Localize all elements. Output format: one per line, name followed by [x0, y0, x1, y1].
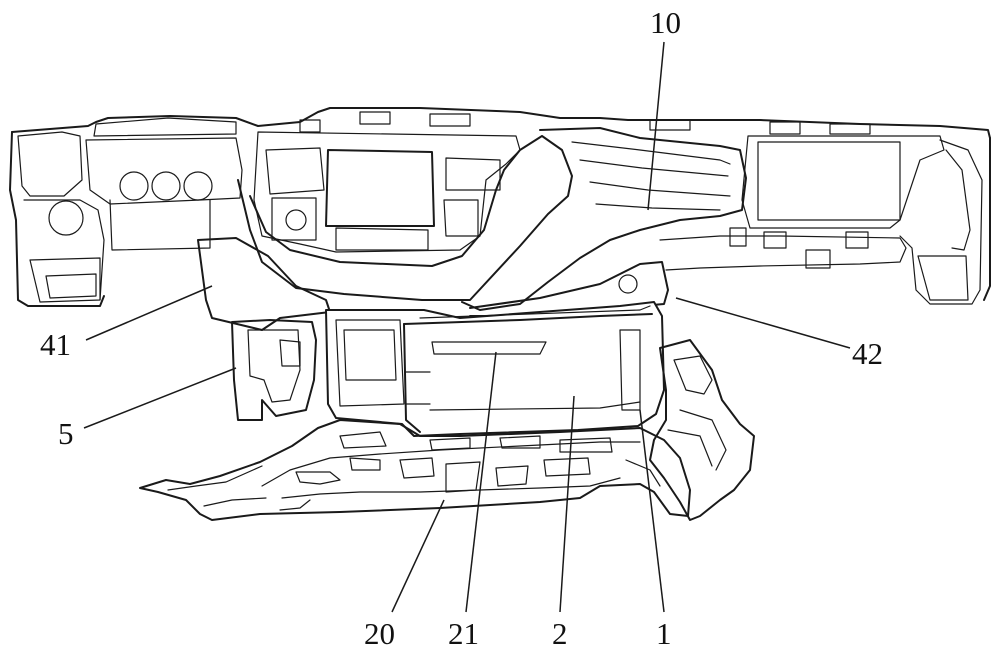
leader-20 [392, 500, 444, 612]
bracket-5 [232, 320, 316, 420]
leader-5 [84, 368, 236, 428]
console-box [326, 302, 664, 436]
label-21: 21 [448, 616, 479, 651]
label-10: 10 [650, 5, 681, 40]
leader-1 [640, 410, 664, 612]
label-1: 1 [656, 616, 672, 651]
label-5: 5 [58, 416, 74, 451]
side-bracket [650, 340, 754, 520]
label-42: 42 [852, 336, 883, 371]
label-41: 41 [40, 327, 71, 362]
instrument-panel-frame [10, 108, 990, 310]
leader-41 [86, 286, 212, 340]
label-20: 20 [364, 616, 395, 651]
leader-42 [676, 298, 850, 348]
label-2: 2 [552, 616, 568, 651]
